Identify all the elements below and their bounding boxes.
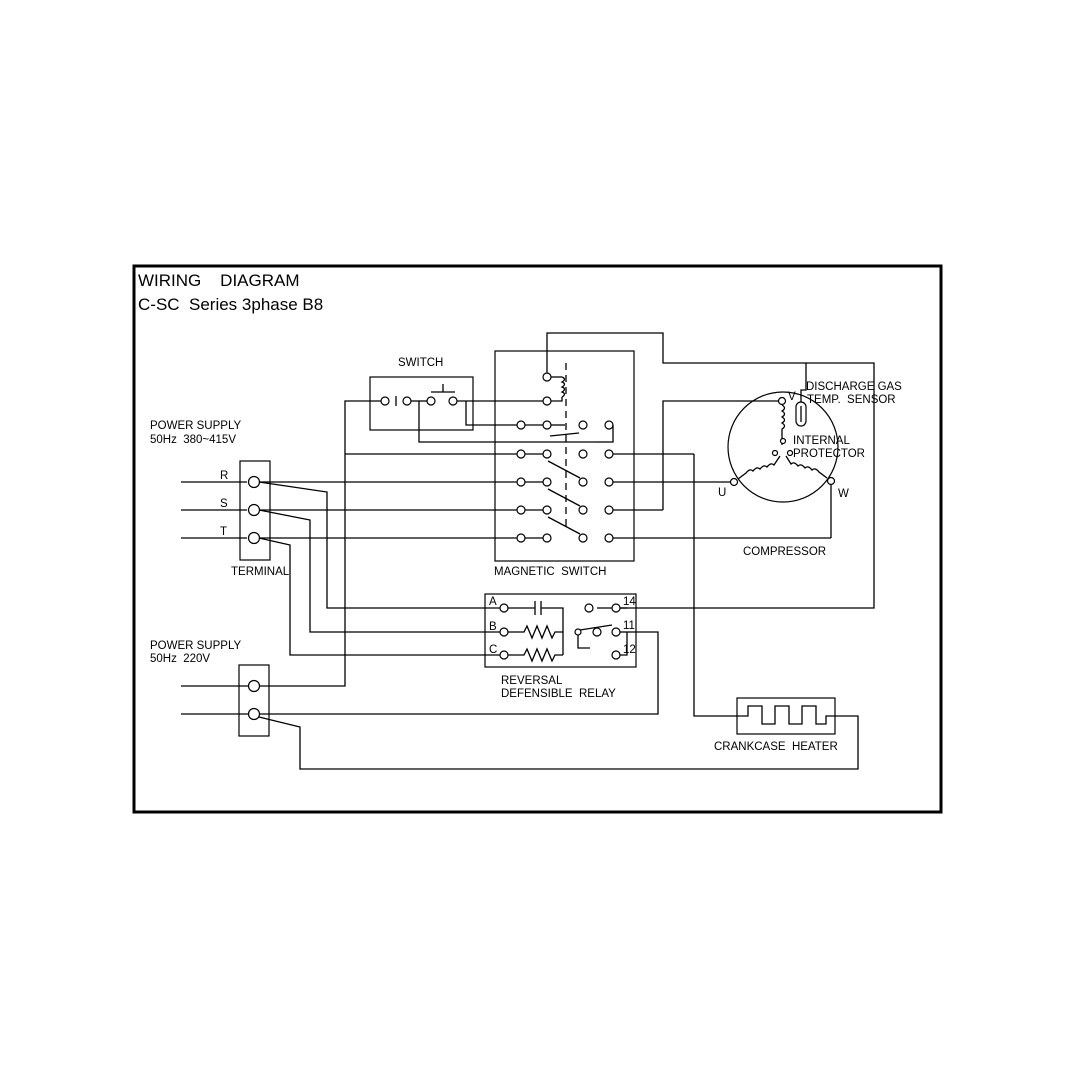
phase-r-label: R [220, 470, 228, 482]
relay-11-label: 11 [623, 620, 635, 632]
magnetic-switch: MAGNETIC SWITCH [494, 332, 875, 609]
protector-label-1: INTERNAL [793, 435, 850, 447]
power-supply-3ph-spec: 50Hz 380~415V [150, 434, 236, 446]
compressor: V U W DISCHARGE GAS TEMP. SENSOR INTERNA… [718, 363, 902, 558]
relay-12-label: 12 [623, 644, 636, 656]
power-supply-3ph-label: POWER SUPPLY [150, 420, 241, 432]
crankcase-heater: CRANKCASE HEATER [714, 697, 838, 753]
relay-a-label: A [489, 596, 497, 608]
phase-t-label: T [220, 526, 227, 538]
relay-14-label: 14 [623, 596, 636, 608]
switch: SWITCH [369, 357, 474, 431]
magnetic-switch-label: MAGNETIC SWITCH [494, 566, 606, 578]
compressor-label: COMPRESSOR [743, 546, 826, 558]
terminal-label: TERMINAL [231, 566, 290, 578]
motor-u-label: U [718, 487, 726, 499]
protector-label-2: PROTECTOR [793, 448, 865, 460]
relay-label-1: REVERSAL [501, 675, 563, 687]
relay-b-label: B [489, 621, 497, 633]
motor-v-label: V [788, 391, 796, 403]
terminal-block: TERMINAL [231, 460, 290, 578]
discharge-sensor-label-1: DISCHARGE GAS [806, 381, 902, 393]
relay-label-2: DEFENSIBLE RELAY [501, 688, 616, 700]
diagram-frame [132, 264, 943, 814]
phase-s-label: S [220, 498, 228, 510]
motor-w-label: W [838, 488, 849, 500]
relay-c-label: C [489, 644, 497, 656]
power-supply-1ph-label: POWER SUPPLY [150, 640, 241, 652]
diagram-subtitle: C-SC Series 3phase B8 [138, 295, 323, 314]
power-supply-3phase: POWER SUPPLY 50Hz 380~415V R S T [150, 420, 247, 539]
discharge-sensor-label-2: TEMP. SENSOR [807, 394, 896, 406]
crankcase-heater-label: CRANKCASE HEATER [714, 741, 838, 753]
power-supply-1ph-spec: 50Hz 220V [150, 653, 210, 665]
diagram-title: WIRING DIAGRAM [138, 271, 300, 290]
reversal-defensible-relay: A B C 14 11 12 REVERSAL DEFENSIBLE RELAY [484, 593, 637, 700]
switch-label: SWITCH [398, 357, 443, 369]
power-supply-1phase: POWER SUPPLY 50Hz 220V [150, 640, 270, 737]
